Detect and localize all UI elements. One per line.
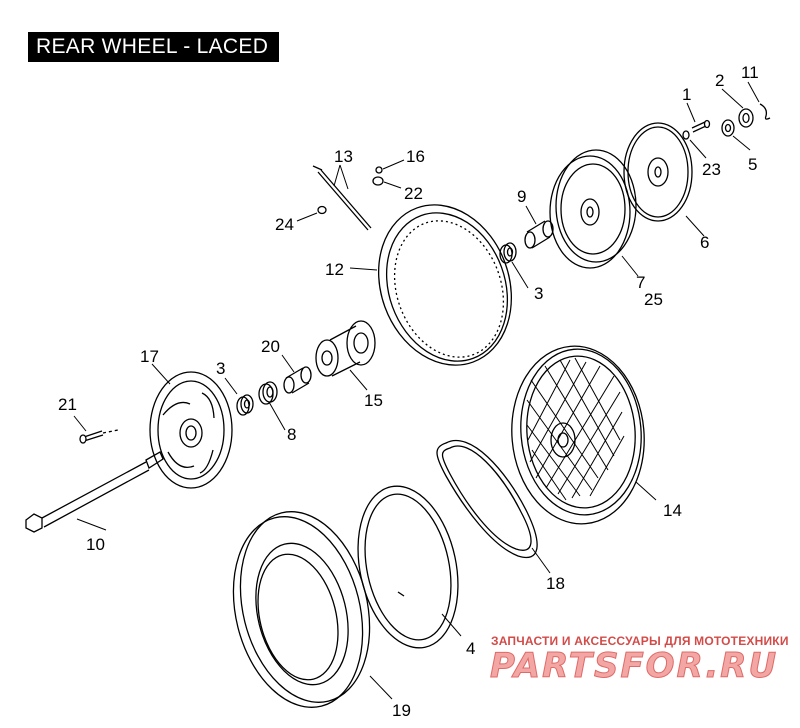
callout-15: 15 xyxy=(364,391,383,410)
part-rim xyxy=(377,204,513,366)
callout-20: 20 xyxy=(261,337,280,356)
part-belt xyxy=(436,440,538,559)
callout-9: 9 xyxy=(517,187,526,206)
callout-6: 6 xyxy=(700,233,709,252)
callout-13: 13 xyxy=(334,147,353,166)
watermark-tagline: ЗАПЧАСТИ И АКСЕССУАРЫ ДЛЯ МОТОТЕХНИКИ xyxy=(491,634,789,648)
part-tyre xyxy=(232,511,371,708)
part-washer-23 xyxy=(682,130,690,140)
part-spacer-9 xyxy=(524,220,554,249)
part-nipple-24 xyxy=(317,205,327,215)
callout-11: 11 xyxy=(741,63,759,82)
part-axle xyxy=(25,451,164,533)
callout-19: 19 xyxy=(392,701,411,720)
part-items-16-22 xyxy=(372,166,384,186)
part-spacer-5 xyxy=(721,119,735,137)
part-laced-wheel xyxy=(511,345,645,525)
watermark-logo: PARTSFOR.RU xyxy=(490,646,779,687)
callout-8: 8 xyxy=(287,425,296,444)
callout-1: 1 xyxy=(682,85,691,104)
part-bolt-21 xyxy=(79,429,119,444)
callout-18: 18 xyxy=(546,574,565,593)
part-nut-2 xyxy=(738,108,754,128)
part-sleeve-20 xyxy=(283,366,312,394)
callout-3-right: 3 xyxy=(534,284,543,303)
callout-5: 5 xyxy=(748,155,757,174)
part-brake-disc xyxy=(149,371,233,489)
callout-12: 12 xyxy=(325,260,344,279)
callout-21: 21 xyxy=(58,395,77,414)
part-bearing-left xyxy=(236,394,254,416)
callout-7: 7 xyxy=(636,273,645,292)
part-bearing-right xyxy=(499,242,517,264)
callout-3-left: 3 xyxy=(216,359,225,378)
part-spacer-8 xyxy=(258,381,278,405)
callout-10: 10 xyxy=(86,535,105,554)
callout-24: 24 xyxy=(275,215,294,234)
callout-23: 23 xyxy=(702,160,721,179)
callout-labels: 1 2 11 13 16 22 24 23 5 9 6 12 7 3 25 20… xyxy=(58,63,759,720)
callout-22: 22 xyxy=(404,184,423,203)
part-plate xyxy=(623,122,693,222)
callout-16: 16 xyxy=(406,147,425,166)
part-pulley xyxy=(549,149,637,269)
callout-14: 14 xyxy=(663,501,682,520)
diagram-title: REAR WHEEL - LACED xyxy=(28,32,279,62)
leader-lines xyxy=(73,81,760,700)
callout-25: 25 xyxy=(644,290,663,309)
callout-4: 4 xyxy=(466,639,475,658)
part-screw-1 xyxy=(691,119,711,133)
callout-2: 2 xyxy=(715,71,724,90)
part-hub xyxy=(315,320,376,377)
callout-17: 17 xyxy=(140,347,159,366)
part-clip-11 xyxy=(759,103,771,120)
part-spoke xyxy=(312,165,372,231)
